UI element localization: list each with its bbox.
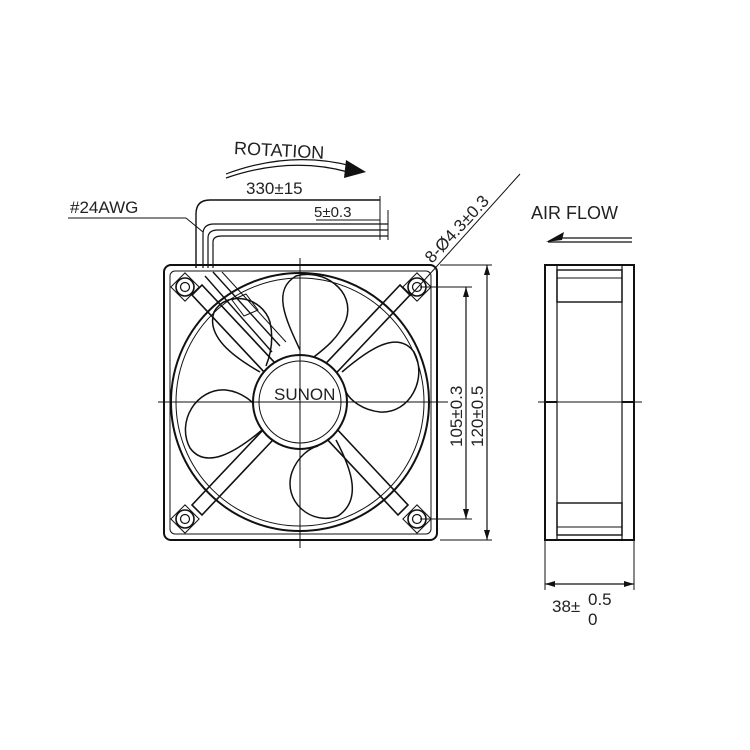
fan-blades	[184, 273, 420, 519]
wire-gauge-callout: #24AWG	[68, 198, 204, 233]
hole-spacing-label: 105±0.3	[447, 386, 466, 447]
lead-length-label: 330±15	[246, 179, 303, 198]
air-flow-label: AIR FLOW	[531, 203, 618, 223]
depth-tolerance-upper: 0.5	[588, 590, 612, 609]
strip-length-label: 5±0.3	[314, 204, 351, 221]
air-flow-arrow-icon	[546, 232, 632, 243]
mounting-hole-bottom-left	[170, 504, 200, 534]
wire-channel	[204, 271, 287, 353]
depth-label: 38±	[552, 597, 580, 616]
rotation-label: ROTATION	[234, 138, 325, 163]
frame-size-label: 120±0.5	[468, 386, 487, 447]
lead-wires	[195, 196, 389, 268]
mounting-hole-callout: 8-Ø4.3±0.3	[409, 173, 521, 297]
mounting-hole-top-left	[170, 272, 200, 302]
side-view: AIR FLOW 38± 0.5 0	[531, 203, 642, 629]
wire-gauge-label: #24AWG	[70, 198, 138, 217]
rotation-arrow-head-icon	[344, 160, 366, 178]
rotation-indicator: ROTATION	[225, 138, 366, 179]
fan-spokes	[190, 283, 412, 517]
front-view: SUNON	[158, 258, 448, 548]
depth-tolerance-lower: 0	[588, 610, 597, 629]
brand-label: SUNON	[274, 385, 335, 404]
vertical-dimensions: 105±0.3 120±0.5	[420, 264, 492, 541]
mount-holes-label: 8-Ø4.3±0.3	[421, 192, 493, 267]
